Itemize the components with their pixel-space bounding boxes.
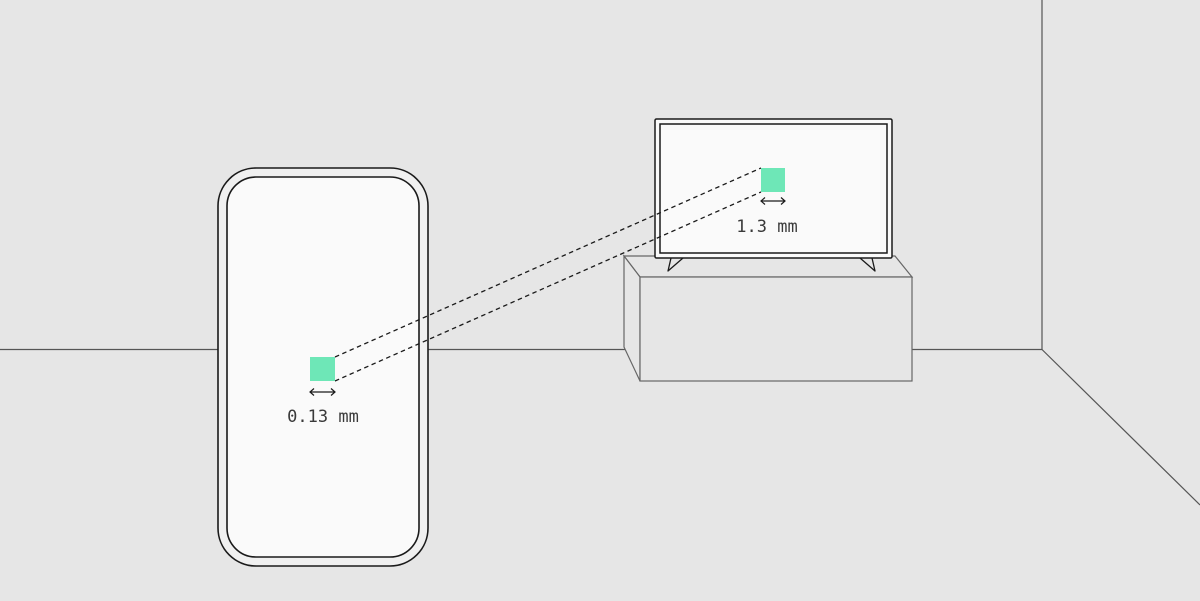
tv-width-arrow-icon: [760, 197, 786, 205]
tv-foot-right: [859, 257, 876, 272]
room: [0, 0, 1200, 506]
tv: [654, 118, 893, 272]
tv-stand-side: [623, 254, 641, 382]
phone-pixel: [310, 357, 335, 381]
projection-lines: [334, 167, 762, 382]
tv-pixel: [761, 168, 785, 192]
tv-foot-left: [667, 257, 684, 272]
tv-stand-front: [639, 276, 913, 382]
tv-stand: [622, 254, 914, 382]
projection-line-bottom: [334, 191, 762, 382]
tv-pixel-size-label: 1.3 mm: [736, 217, 797, 237]
tv-pixel-group: 1.3 mm: [736, 168, 798, 237]
phone-pixel-size-label: 0.13 mm: [287, 407, 359, 427]
floor-corner-line: [1041, 349, 1200, 506]
phone-width-arrow-icon: [309, 388, 336, 396]
phone-pixel-group: 0.13 mm: [287, 357, 359, 427]
projection-line-top: [334, 167, 762, 358]
